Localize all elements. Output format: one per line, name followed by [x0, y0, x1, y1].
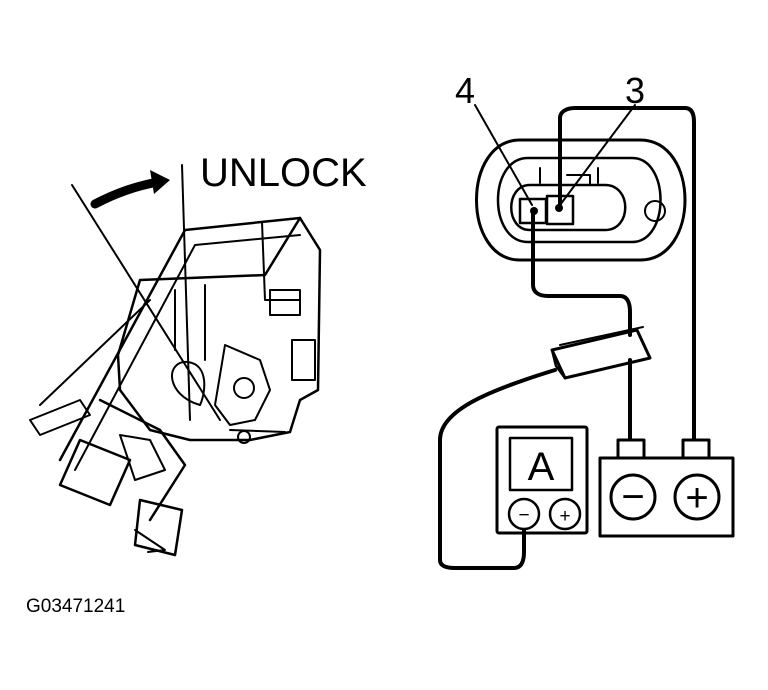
battery-minus-symbol: − [621, 475, 644, 519]
battery-negative-terminal [609, 473, 657, 521]
battery-positive-terminal [673, 473, 721, 521]
ammeter-label: A [528, 445, 555, 489]
ammeter-positive-terminal [548, 497, 582, 531]
ammeter-plus-symbol: + [559, 506, 570, 527]
test-wires [438, 106, 696, 570]
battery-negative-post [616, 438, 646, 460]
battery [598, 438, 735, 538]
door-lock-actuator [29, 216, 322, 557]
terminal-3-label: 3 [625, 70, 645, 111]
battery-plus-symbol: + [685, 476, 708, 520]
ammeter [495, 425, 589, 535]
inline-fuse [550, 326, 652, 380]
battery-positive-post [681, 438, 711, 460]
unlock-arrow [71, 164, 221, 421]
ammeter-negative-terminal [507, 497, 541, 531]
terminal-3-leader [559, 104, 636, 206]
ammeter-minus-symbol: − [518, 505, 529, 526]
connector-housing [475, 138, 687, 262]
terminal-4-label: 4 [455, 70, 475, 111]
terminal-4-leader [474, 104, 533, 206]
figure-code: G03471241 [26, 596, 125, 617]
unlock-label: UNLOCK [200, 151, 367, 195]
